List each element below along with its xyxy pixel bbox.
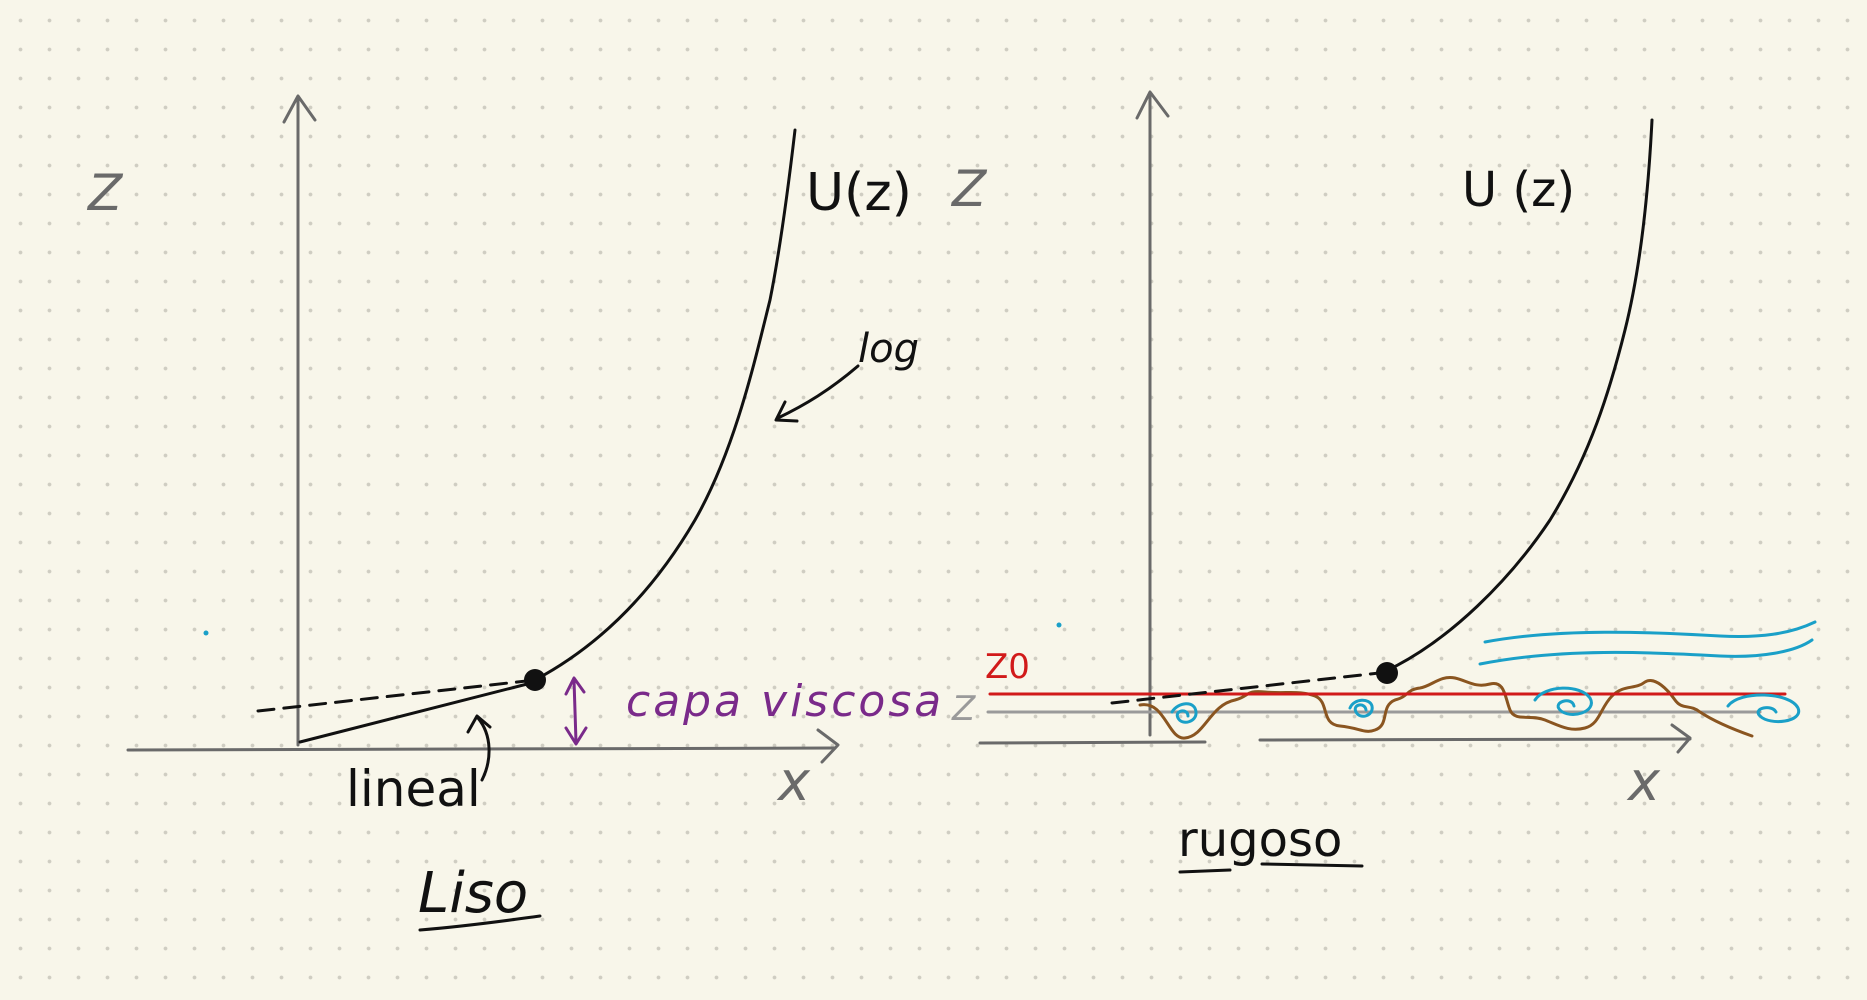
log-label: log (858, 326, 919, 372)
log-pointer-arrowhead (774, 400, 799, 423)
eddy-3 (1533, 686, 1593, 716)
left-curve-label: U(z) (806, 163, 912, 223)
right-diagram-rough: Z U (z) Z0 Z x rugoso (950, 90, 1817, 874)
linear-label: lineal (346, 760, 481, 818)
stray-dot-2 (1056, 622, 1062, 628)
eddy-4 (1726, 693, 1800, 724)
lineal-pointer-arrow (476, 716, 491, 782)
z0-label: Z0 (985, 647, 1030, 687)
left-transition-dot (524, 669, 546, 691)
left-x-arrowhead (816, 728, 840, 764)
right-x-label: x (1626, 750, 1661, 813)
right-small-z-label: Z (951, 689, 976, 729)
left-caption: Liso (418, 861, 528, 926)
right-dashed-extension (1110, 670, 1390, 705)
liso-underline (418, 914, 542, 932)
eddy-1 (1170, 702, 1198, 724)
right-transition-dot (1376, 662, 1398, 684)
eddy-2 (1348, 698, 1374, 718)
left-x-label: x (776, 750, 811, 813)
right-caption: rugoso (1178, 812, 1342, 868)
right-z-label: Z (950, 160, 988, 218)
left-x-axis (126, 746, 837, 752)
eddies (1170, 686, 1800, 724)
streamline-upper (1483, 620, 1817, 644)
right-z-arrowhead (1135, 90, 1170, 120)
left-z-label: Z (86, 164, 124, 222)
streamline-lower (1478, 638, 1814, 666)
left-velocity-profile (533, 128, 797, 682)
left-linear-segment (298, 680, 537, 744)
left-z-arrowhead (282, 94, 317, 124)
right-x-axis-right (1258, 737, 1692, 742)
left-diagram-smooth: Z x U(z) log capa viscosa lineal Liso (86, 94, 944, 932)
log-pointer-arrow (776, 364, 860, 420)
right-x-arrowhead (1670, 723, 1692, 754)
right-x-axis-left (978, 740, 1207, 745)
stray-dot-1 (203, 630, 209, 636)
left-dashed-extension (256, 678, 537, 713)
viscous-layer-arrow (564, 676, 588, 746)
rugoso-underline-1 (1178, 868, 1232, 874)
right-velocity-profile (1386, 118, 1654, 672)
rugoso-underline-2 (1260, 862, 1364, 868)
roughness-profile (1138, 675, 1754, 740)
right-curve-label: U (z) (1462, 162, 1575, 218)
viscous-layer-label: capa viscosa (626, 676, 944, 727)
lineal-pointer-arrowhead (466, 714, 492, 734)
